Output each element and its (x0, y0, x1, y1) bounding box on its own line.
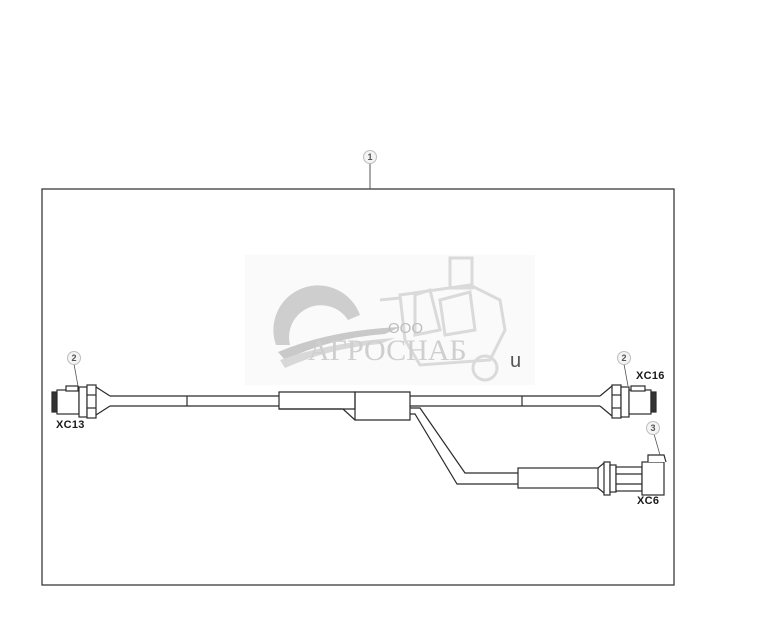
gear-icon (273, 285, 360, 345)
label-xc13: XC13 (56, 419, 85, 431)
callout-3[interactable]: 3 (646, 421, 660, 435)
label-xc16: XC16 (636, 370, 665, 382)
watermark-suffix: u (510, 350, 522, 372)
combine-harvester-icon (379, 256, 507, 382)
connector-xc6[interactable] (603, 454, 667, 496)
main-cable (95, 385, 613, 494)
connector-xc16[interactable] (611, 384, 657, 419)
watermark-name: АГРОСНАБ (308, 334, 467, 367)
callout-3-leader (653, 433, 661, 456)
callout-2-left[interactable]: 2 (67, 351, 81, 365)
watermark-logo (245, 255, 535, 385)
callout-1[interactable]: 1 (363, 150, 377, 164)
label-xc6: XC6 (637, 495, 660, 507)
callout-2-leader-left (73, 363, 79, 387)
diagram-frame (41, 188, 675, 586)
connector-xc13[interactable] (51, 384, 97, 419)
callout-2-leader-right (623, 363, 629, 387)
callout-2-right[interactable]: 2 (617, 351, 631, 365)
watermark-prefix: ООО (388, 320, 424, 337)
